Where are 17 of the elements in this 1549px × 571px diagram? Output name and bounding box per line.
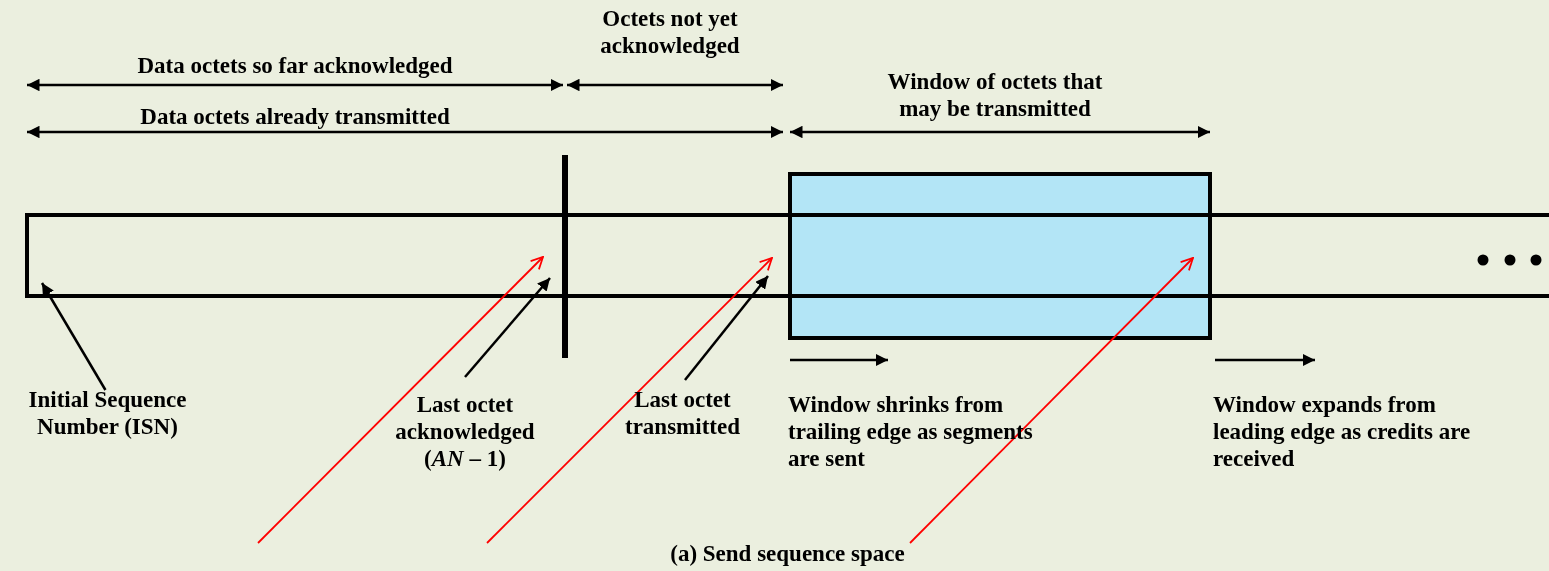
leader-line: [684, 275, 769, 381]
callout-text: Initial Sequence Number (ISN): [5, 386, 210, 440]
window-box: [788, 172, 1212, 340]
dimension-label: Data octets already transmitted: [139, 103, 451, 130]
caption: (a) Send sequence space: [669, 540, 906, 567]
leader-line: [40, 282, 107, 391]
arrow: [486, 257, 773, 544]
dimension-label: Window of octets that may be transmitted: [886, 68, 1104, 122]
leader-line: [464, 277, 551, 378]
arrow: [909, 257, 1194, 544]
arrow: [257, 256, 544, 544]
dimension-label: Data octets so far acknowledged: [136, 52, 454, 79]
dimension-label: Octets not yet acknowledged: [599, 5, 741, 59]
callout-text: Last octet transmitted: [600, 386, 765, 440]
sequence-bar: [25, 213, 1549, 298]
note-text: Window expands from leading edge as credits are received: [1213, 391, 1472, 472]
callout-text: Last octet acknowledged (AN – 1): [385, 391, 545, 472]
